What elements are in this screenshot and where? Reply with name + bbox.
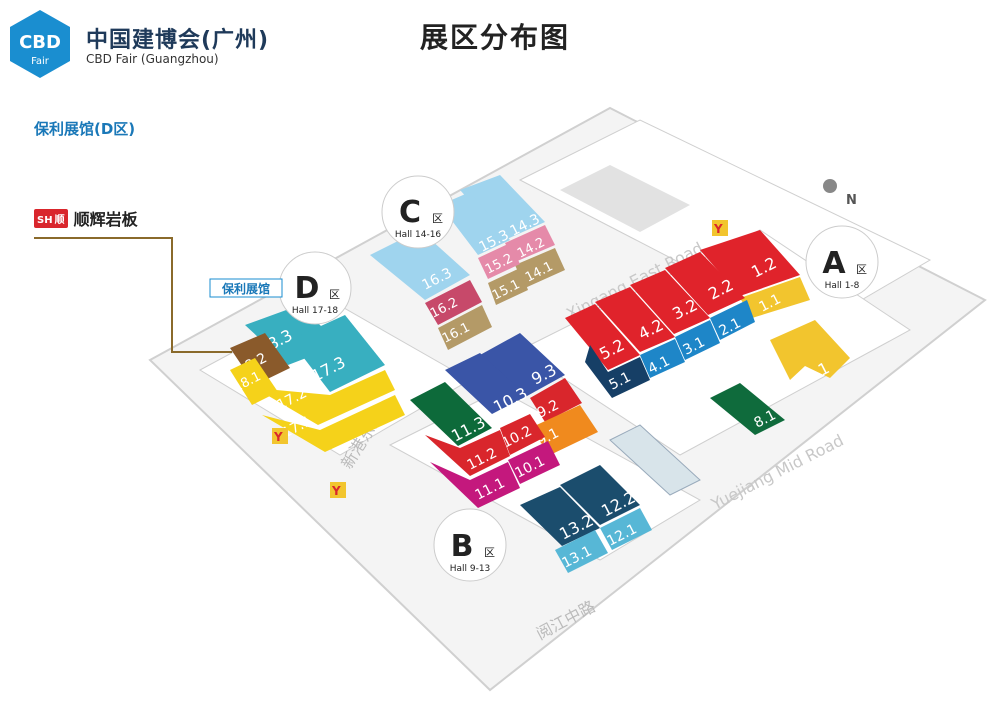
hall-5-1 <box>585 345 650 398</box>
zone-a-bubble[interactable]: A 区 Hall 1-8 <box>805 225 879 299</box>
hall-12-1 <box>600 508 652 550</box>
hall-6-1 <box>770 320 850 380</box>
hall-9-3 <box>480 333 565 396</box>
zone-d-bubble[interactable]: D 区 Hall 17-18 <box>278 251 352 325</box>
svg-text:Hall 1-8: Hall 1-8 <box>825 281 860 291</box>
hall-2-1 <box>710 300 755 340</box>
metro-icon: Y Y Y <box>272 220 728 498</box>
zone-d-halls: 18.3 18.2 18.1 17.3 17.2 17.1 <box>230 305 405 452</box>
hall-4-1 <box>640 339 685 378</box>
svg-text:C: C <box>399 195 421 230</box>
cbd-logo-icon: CBD Fair <box>10 10 70 78</box>
hall-11-2 <box>425 430 510 476</box>
zone-c-bubble[interactable]: C 区 Hall 14-16 <box>381 175 455 249</box>
svg-text:Hall 9-13: Hall 9-13 <box>450 564 491 574</box>
hall-8-1 <box>710 383 785 435</box>
svg-text:区: 区 <box>856 263 867 276</box>
hall-1-2 <box>700 230 800 296</box>
hall-13-1 <box>555 530 608 573</box>
hall-10-1 <box>508 441 560 484</box>
logo-text: CBD <box>19 32 61 53</box>
hall-16-2 <box>425 280 482 325</box>
hall-15-1 <box>488 268 528 305</box>
svg-text:B: B <box>451 529 474 564</box>
hall-9-2 <box>530 378 582 422</box>
hall-14-1 <box>515 248 565 288</box>
hall-17-3 <box>290 315 385 392</box>
zone-a-halls: 1.2 1.1 2.2 2.1 3.2 3.1 4.2 4.1 5.2 5.1 … <box>565 230 850 435</box>
hall-5-2 <box>565 304 640 370</box>
exhibitor-leader-line <box>34 237 232 353</box>
svg-text:区: 区 <box>432 212 443 225</box>
zone-c-halls: 14.3 14.2 14.1 15.3 15.2 15.1 16.3 16.2 … <box>370 175 565 350</box>
hall-18-2 <box>230 333 290 385</box>
compass-icon: N <box>823 179 857 208</box>
svg-text:保利展馆: 保利展馆 <box>221 281 270 296</box>
hall-17-2 <box>255 370 395 425</box>
hall-b-gray <box>609 424 701 496</box>
hall-17-1 <box>262 395 405 452</box>
page-title: 展区分布图 <box>420 21 571 54</box>
svg-text:Y: Y <box>273 430 283 444</box>
venue-subtitle: 保利展馆(D区) <box>34 120 136 138</box>
hall-2-2 <box>665 252 745 315</box>
svg-text:Y: Y <box>713 222 723 236</box>
hall-16-1 <box>438 305 492 350</box>
hall-12-2 <box>560 465 640 525</box>
hall-14-2 <box>505 225 555 262</box>
svg-text:Hall 17-18: Hall 17-18 <box>292 306 339 316</box>
hall-15-3-area <box>440 192 510 255</box>
brand-name-cn: 中国建博会(广州) <box>86 28 270 53</box>
hall-16-3-area <box>370 230 470 300</box>
hall-14-3-area <box>460 175 545 240</box>
block-gray <box>560 165 690 232</box>
svg-text:A: A <box>822 246 846 281</box>
hall-15-2 <box>478 243 520 279</box>
svg-text:区: 区 <box>484 546 495 559</box>
brand-name-en: CBD Fair (Guangzhou) <box>86 52 219 66</box>
hall-3-2 <box>630 270 710 334</box>
svg-text:Y: Y <box>331 484 341 498</box>
svg-text:N: N <box>846 193 857 208</box>
hall-10-3 <box>445 353 527 414</box>
hall-3-1 <box>675 320 720 360</box>
svg-text:区: 区 <box>329 288 340 301</box>
hall-11-1 <box>430 462 520 508</box>
hall-10-2 <box>500 414 545 455</box>
svg-text:D: D <box>295 271 320 306</box>
hall-1-1 <box>740 277 810 318</box>
exhibitor-name: 顺辉岩板 <box>73 210 138 229</box>
zone-d-tag: 保利展馆 <box>209 278 283 298</box>
hall-11-3 <box>410 382 492 446</box>
svg-text:Hall 14-16: Hall 14-16 <box>395 230 442 240</box>
zone-b-bubble[interactable]: B 区 Hall 9-13 <box>433 508 507 582</box>
hall-13-2 <box>520 487 600 546</box>
logo-sub: Fair <box>31 56 50 67</box>
hall-4-2 <box>595 287 675 352</box>
